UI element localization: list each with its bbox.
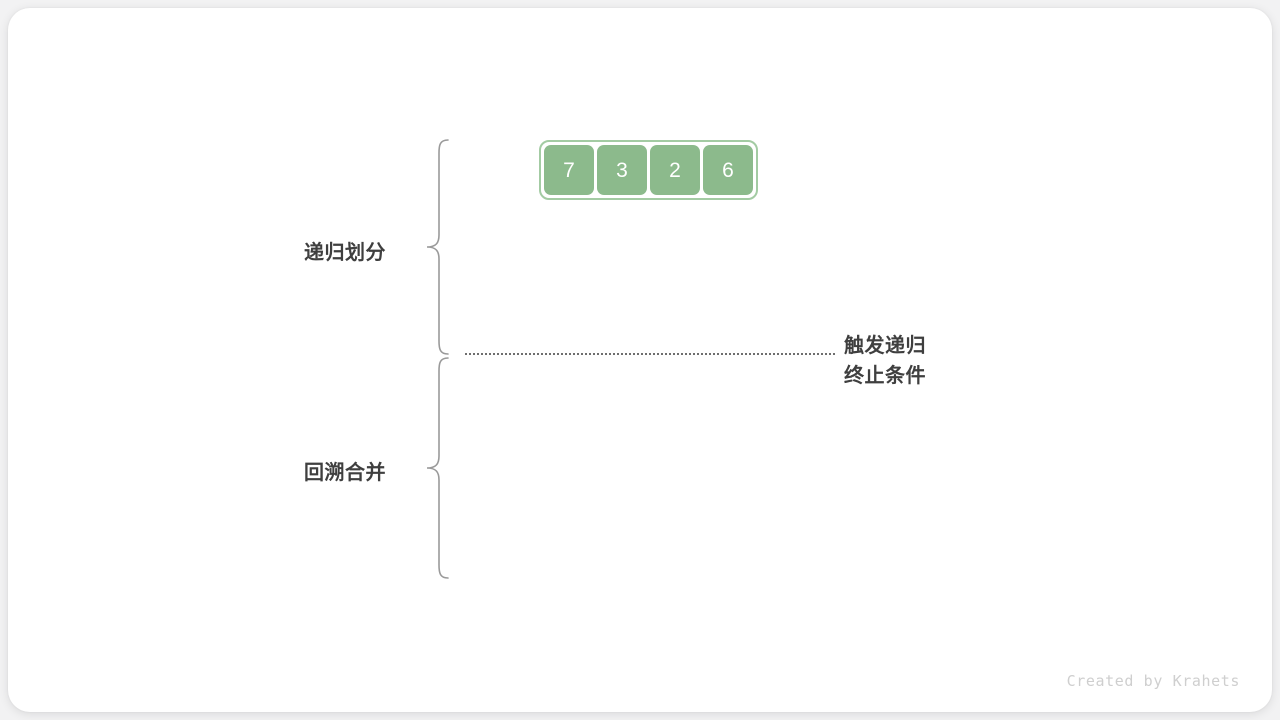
- array-cell[interactable]: 7: [544, 145, 594, 195]
- diagram-card: 7 3 2 6 递归划分 回溯合并 触发递归 终止条件 Created: [8, 8, 1272, 712]
- recursion-boundary-divider: [465, 353, 835, 355]
- array-cell[interactable]: 3: [597, 145, 647, 195]
- divide-phase-brace: [424, 139, 450, 355]
- input-array: 7 3 2 6: [539, 140, 758, 200]
- array-cell[interactable]: 2: [650, 145, 700, 195]
- brace-bottom-icon: [426, 357, 449, 579]
- phase-label-merge: 回溯合并: [304, 462, 386, 484]
- termination-condition-annotation: 触发递归 终止条件: [844, 331, 926, 391]
- brace-top-icon: [426, 139, 449, 355]
- merge-phase-brace: [424, 357, 450, 579]
- annotation-line-1: 触发递归: [844, 335, 926, 357]
- array-cell[interactable]: 6: [703, 145, 753, 195]
- footer-credit: Created by Krahets: [1066, 672, 1240, 690]
- phase-label-divide: 递归划分: [304, 242, 386, 264]
- annotation-line-2: 终止条件: [844, 365, 926, 387]
